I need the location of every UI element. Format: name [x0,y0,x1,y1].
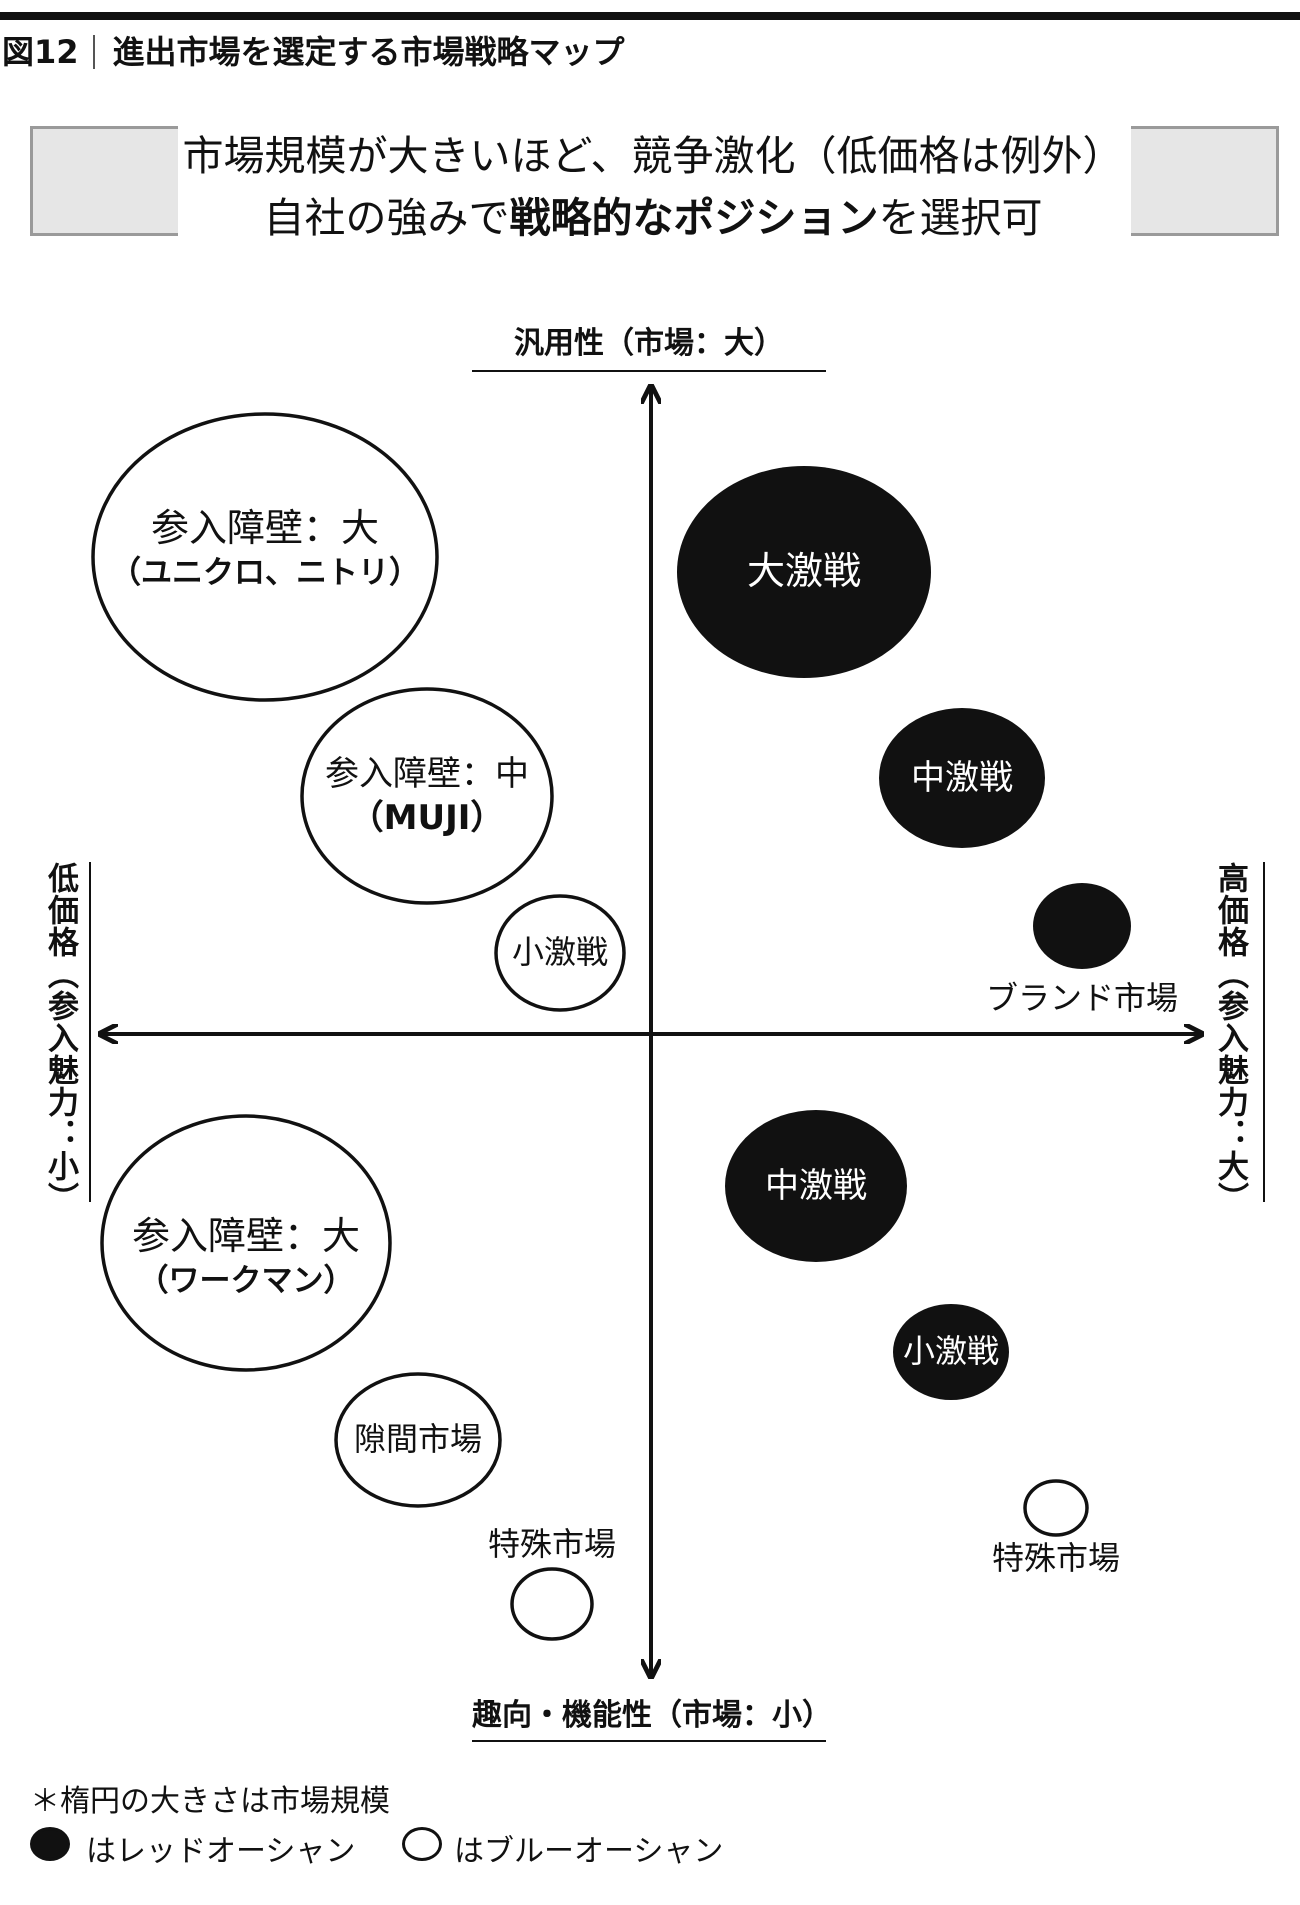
big-barrier-text: 参入障壁：大 （ユニクロ、ニトリ） [93,504,437,594]
figure-header: 図12 進出市場を選定する市場戦略マップ [2,30,625,74]
summary-line-2-pre: 自社の強みで [263,194,510,242]
big-barrier-line-2: （ユニクロ、ニトリ） [110,555,420,592]
bubble-big-battle [677,466,931,678]
bubble-brand-market [1033,883,1131,969]
mid-barrier-line-2: （MUJI） [349,798,505,839]
special-market-left-label: 特殊市場 [487,1525,616,1563]
small-battle-right-text: 小激戦 [902,1332,999,1370]
bubble-small-battle-left [494,894,626,1012]
bubble-small-battle-right [893,1304,1009,1400]
summary-box-left [30,126,178,236]
workman-barrier-text: 参入障壁：大 （ワークマン） [102,1212,390,1302]
figure-title: 進出市場を選定する市場戦略マップ [112,33,625,71]
bubble-big-barrier [91,412,439,702]
mid-barrier-line-1: 参入障壁：中 [325,754,529,794]
bubble-workman-barrier [100,1114,392,1372]
summary-line-2: 自社の強みで戦略的なポジションを選択可 [175,184,1131,244]
workman-barrier-line-2: （ワークマン） [137,1263,355,1300]
axis-label-right: 高価格（参入魅力：大） [1208,862,1265,1214]
note-ellipse-size: ＊楕円の大きさは市場規模 [30,1784,390,1819]
legend-red-ocean-dot [30,1827,70,1861]
bubble-special-market-right [1023,1479,1089,1537]
bubble-special-market-left [510,1567,594,1641]
brand-market-label: ブランド市場 [985,979,1178,1017]
bubble-mid-battle-lower [725,1110,907,1262]
mid-battle-upper-text: 中激戦 [911,758,1013,798]
axis-label-left: 低価格（参入魅力：小） [38,862,91,1214]
bubble-mid-battle-upper [879,708,1045,848]
niche-market-text: 隙間市場 [353,1420,482,1458]
small-battle-left-text: 小激戦 [511,933,608,971]
workman-barrier-line-1: 参入障壁：大 [131,1214,360,1258]
special-market-right-label: 特殊市場 [991,1539,1120,1577]
axis-label-top: 汎用性（市場：大） [472,318,826,372]
legend-blue-ocean-label: はブルーオーシャン [454,1834,724,1869]
summary-line-2-post: を選択可 [878,194,1043,242]
figure-number: 図12 [2,33,79,71]
legend-red-ocean-label: はレッドオーシャン [86,1834,356,1869]
big-barrier-line-1: 参入障壁：大 [150,506,379,550]
mid-battle-lower-text: 中激戦 [765,1166,867,1206]
summary-line-2-emphasis: 戦略的なポジション [509,194,879,242]
axis-label-bottom: 趣向・機能性（市場：小） [472,1690,832,1742]
bubble-mid-barrier [300,687,554,905]
summary-line-1: 市場規模が大きいほど、競争激化（低価格は例外） [182,132,1124,180]
header-separator [92,35,95,69]
top-rule [0,12,1300,20]
mid-barrier-text: 参入障壁：中 （MUJI） [302,752,552,840]
summary-box-right [1131,126,1279,236]
big-battle-text: 大激戦 [746,549,861,593]
legend-blue-ocean-dot [402,1827,442,1861]
bubble-niche-market [334,1372,502,1508]
